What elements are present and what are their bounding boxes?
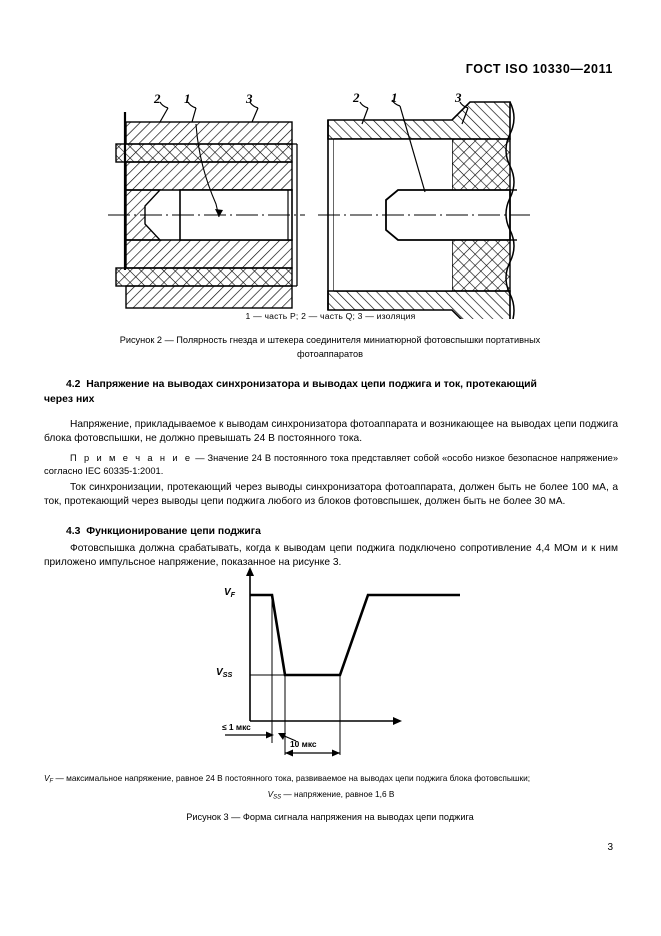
legend-vss-symbol: V — [267, 789, 274, 800]
figure-2-callout-right-3: 3 — [454, 90, 462, 105]
figure-3-legend: VF — максимальное напряжение, равное 24 … — [44, 772, 618, 805]
section-4-3-heading: 4.3 Функционирование цепи поджига — [44, 525, 618, 540]
legend-vf-text: — максимальное напряжение, равное 24 В п… — [53, 773, 531, 783]
figure-3-waveform-trace — [250, 593, 460, 677]
figure-3-y-label-vss: VSS — [216, 667, 232, 679]
vf-subscript: F — [230, 589, 236, 599]
vss-symbol: V — [216, 667, 223, 678]
figure-3-y-label-vf: VF — [224, 587, 235, 599]
figure-2-caption: Рисунок 2 — Полярность гнезда и штекера … — [60, 333, 600, 361]
figure-3-annotation-rise-time: ≤ 1 мкс — [222, 722, 251, 732]
figure-2-caption-line1: Рисунок 2 — Полярность гнезда и штекера … — [119, 335, 541, 345]
section-4-3-paragraph-1: Фотовспышка должна срабатывать, когда к … — [44, 543, 618, 569]
figure-2-svg: 2 1 3 — [108, 90, 530, 319]
legend-vf-subscript: F — [49, 778, 54, 785]
vf-symbol: V — [224, 587, 231, 598]
figure-3-waveform-chart: VF VSS ≤ 1 мкс 10 мкс — [0, 563, 661, 763]
figure-2-callout-left-3: 3 — [245, 91, 253, 106]
figure-3-annotation-pulse-width: 10 мкс — [290, 739, 317, 749]
figure-2-key: 1 — часть P; 2 — часть Q; 3 — изоляция — [245, 311, 416, 321]
figure-2-drawing: 2 1 3 — [0, 84, 661, 319]
figure-3-svg — [225, 567, 460, 757]
section-4-2-heading: 4.2 Напряжение на выводах синхронизатора… — [44, 378, 618, 407]
figure-2-right-plug: 2 1 3 — [318, 90, 530, 319]
section-4-2-title-line1: Напряжение на выводах синхронизатора и в… — [86, 379, 537, 390]
section-4-2-paragraph-1: Напряжение, прикладываемое к выводам син… — [44, 419, 618, 445]
legend-vss-text: — напряжение, равное 1,6 В — [281, 789, 395, 800]
document-header-standard-number: ГОСТ ISO 10330—2011 — [465, 62, 613, 76]
section-4-3-title: Функционирование цепи поджига — [86, 526, 261, 537]
figure-3-caption: Рисунок 3 — Форма сигнала напряжения на … — [186, 812, 474, 822]
section-4-2-number: 4.2 — [66, 379, 81, 390]
figure-2-callout-right-1: 1 — [391, 90, 398, 105]
note-text: — Значение 24 В постоянного тока предста… — [44, 453, 618, 477]
vss-subscript: SS — [222, 669, 233, 679]
section-4-2-paragraph-2: Ток синхронизации, протекающий через выв… — [44, 482, 618, 508]
section-4-3-number: 4.3 — [66, 526, 81, 537]
legend-vf-symbol: V — [44, 773, 50, 783]
figure-2-callout-left-2: 2 — [153, 91, 161, 106]
figure-3-legend-line1: VF — максимальное напряжение, равное 24 … — [44, 772, 618, 788]
page-number: 3 — [607, 842, 613, 853]
figure-3-legend-line2: VSS — напряжение, равное 1,6 В — [44, 788, 618, 804]
figure-2-callout-right-2: 2 — [352, 90, 360, 105]
figure-2-callout-left-1: 1 — [184, 91, 191, 106]
legend-vss-subscript: SS — [273, 794, 282, 801]
section-4-2-note: П р и м е ч а н и е — Значение 24 В пост… — [44, 452, 618, 479]
figure-2-caption-line2: фотоаппаратов — [297, 349, 363, 359]
figure-2-left-socket: 2 1 3 — [108, 91, 305, 309]
section-4-2-title-line2: через них — [44, 393, 95, 405]
note-label: П р и м е ч а н и е — [70, 453, 193, 463]
